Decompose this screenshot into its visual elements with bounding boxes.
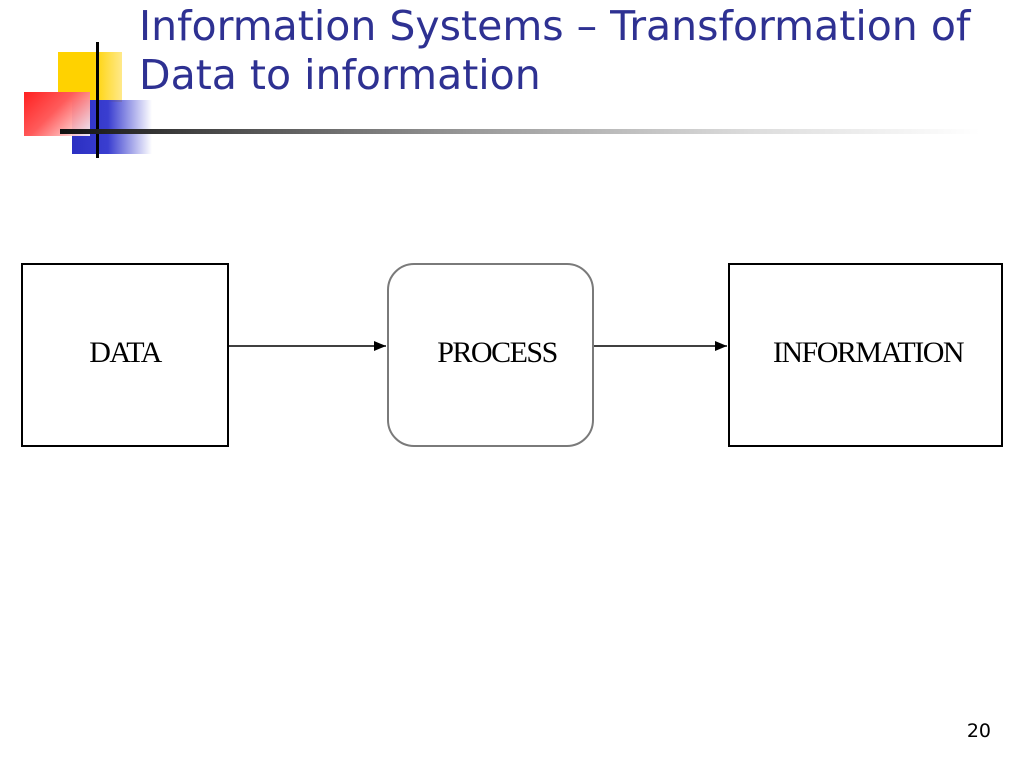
slide-title-line1: Information Systems – Transformation of — [139, 2, 971, 50]
title-underline — [60, 129, 980, 134]
process-box-label: PROCESS — [437, 336, 557, 369]
slide-title: Information Systems – Transformation of … — [139, 2, 999, 100]
slide-title-line2: Data to information — [139, 51, 541, 99]
information-box-label: INFORMATION — [773, 336, 964, 369]
process-box — [387, 263, 594, 447]
logo-vertical-line — [96, 42, 99, 158]
information-box — [728, 263, 1003, 447]
data-box-label: DATA — [89, 336, 162, 369]
data-box — [21, 263, 229, 447]
page-number: 20 — [966, 720, 991, 742]
logo-red-square — [24, 92, 90, 136]
